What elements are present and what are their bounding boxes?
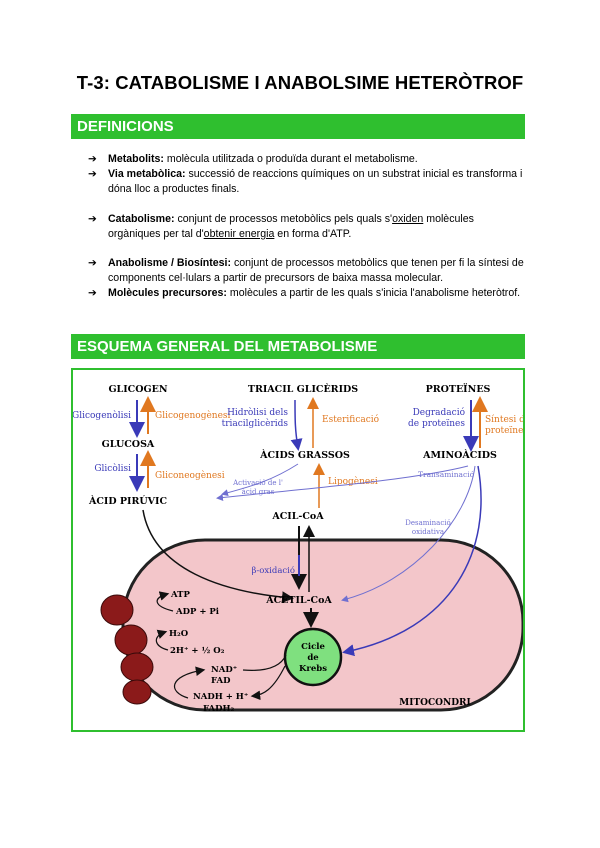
esterificacio-label: Esterificació <box>322 414 379 425</box>
acid-piruvic-label: ÀCID PIRÚVIC <box>88 495 168 507</box>
transaminacio-label: Transaminació <box>418 470 475 479</box>
definition-term: Metabolits: <box>108 153 164 165</box>
two-h-o2-label: 2H⁺ + ½ O₂ <box>170 645 225 656</box>
acetil-coa-label: ACETIL-CoA <box>265 595 332 606</box>
mitocondri-label: MITOCONDRI <box>399 698 470 708</box>
complex-shape <box>100 594 134 626</box>
definition-text: molècula utilitzada o produïda durant el… <box>163 153 418 165</box>
definition-text: molècules a partir de les quals s'inicia… <box>226 287 521 299</box>
acids-grassos-label: ÀCIDS GRASSOS <box>259 449 350 461</box>
arrow-right-icon: ➔ <box>88 213 97 225</box>
metabolism-svg: GLICOGEN TRIACIL GLICÈRIDS PROTEÏNES Gli… <box>72 382 530 714</box>
glicogenogenesi-label: Glicogenogènesi <box>155 410 231 421</box>
definition-term: Catabolisme: <box>108 213 175 225</box>
definition-text: successió de reaccions químiques on un s… <box>108 168 523 195</box>
aminoacids-label: AMINOÀCIDS <box>422 449 497 461</box>
definition-text: en forma d'ATP. <box>274 227 352 240</box>
cicle-label: Krebs <box>299 664 327 674</box>
arrow-right-icon: ➔ <box>88 153 97 165</box>
adp-pi-label: ADP + Pi <box>175 607 220 617</box>
definition-text: conjunt de processos metobòlics pels qua… <box>174 213 393 225</box>
sintesi-label: Síntesi de <box>485 414 523 425</box>
atp-label: ATP <box>170 590 190 600</box>
definition-term: Anabolisme / Biosíntesi: <box>108 257 232 269</box>
beta-oxidacio-label: β-oxidació <box>251 565 295 576</box>
definition-text: molècules orgàniques per tal d' <box>108 213 474 240</box>
triacil-label: TRIACIL GLICÈRIDS <box>248 383 358 395</box>
section-heading-scheme: ESQUEMA GENERAL DEL METABOLISME <box>71 334 525 359</box>
fadh2-label: FADH₂ <box>203 704 235 714</box>
metabolism-diagram: GLICOGEN TRIACIL GLICÈRIDS PROTEÏNES Gli… <box>71 368 530 732</box>
definition-term: Via metabòlica: <box>108 168 186 180</box>
hidrolisi-label: triacilglicèrids <box>222 418 289 429</box>
nad-label: NAD⁺ <box>211 665 237 675</box>
definition-underlined: obtenir energia <box>203 227 275 240</box>
complex-shape <box>122 679 152 705</box>
section-heading-definitions: DEFINICIONS <box>71 114 525 139</box>
cicle-label: de <box>307 653 319 663</box>
degradacio-label: de proteïnes <box>408 419 465 429</box>
definition-term: Molècules precursores: <box>108 287 227 299</box>
acil-coa-label: ACIL-CoA <box>271 511 324 522</box>
arrow-right-icon: ➔ <box>88 257 97 269</box>
definition-underlined: oxiden <box>392 213 424 225</box>
sintesi-label: proteïnes <box>485 426 523 436</box>
glicogen-label: GLICOGEN <box>108 384 167 395</box>
gliconeogenesi-label: Gliconeogènesi <box>155 470 225 481</box>
cicle-label: Cicle <box>301 642 325 652</box>
nadh-label: NADH + H⁺ <box>193 692 248 702</box>
page-title: T-3: CATABOLISME I ANABOLSIME HETERÒTROF <box>76 72 524 93</box>
mitochondrion-shape <box>121 538 525 712</box>
glicogenolisi-label: Glicogenòlisi <box>73 410 131 421</box>
definition-text: conjunt de processos metobòlics que tene… <box>108 257 524 284</box>
hidrolisi-label: Hidròlisi dels <box>227 407 288 418</box>
complex-shape <box>120 652 154 682</box>
desaminacio-label: Desaminació <box>405 519 450 527</box>
activacio-label: Activació de l' <box>232 479 283 487</box>
desaminacio-label: oxidativa <box>412 528 444 536</box>
complex-shape <box>114 624 148 656</box>
arrow-right-icon: ➔ <box>88 287 97 299</box>
fad-label: FAD <box>211 676 231 686</box>
h2o-label: H₂O <box>169 629 189 639</box>
proteines-label: PROTEÏNES <box>426 382 491 395</box>
lipogenesi-label: Lipogènesi <box>328 476 378 487</box>
glicolisi-label: Glicòlisi <box>94 463 131 474</box>
glucosa-label: GLUCOSA <box>102 439 155 450</box>
arrow-right-icon: ➔ <box>88 168 97 180</box>
degradacio-label: Degradació <box>413 407 465 418</box>
activacio-label: àcid gras <box>242 487 275 496</box>
